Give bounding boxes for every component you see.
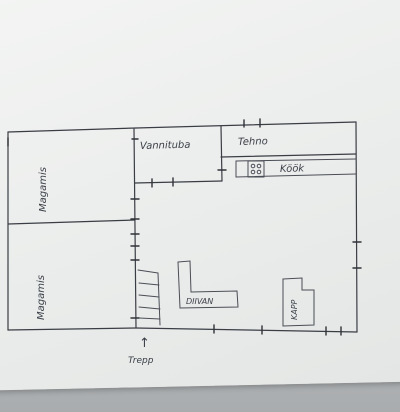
room-label-magamis-bottom: Magamis — [36, 275, 47, 320]
outer-walls — [7, 121, 358, 333]
room-label-vannituba: Vannituba — [140, 140, 191, 152]
interior-walls — [7, 125, 357, 329]
entrance-arrow-icon: ↑ — [139, 336, 150, 351]
room-label-kook: Köök — [280, 163, 306, 175]
door-marks — [7, 118, 362, 336]
wardrobe — [282, 277, 315, 327]
sofa — [177, 260, 239, 309]
entrance-label: Trepp — [128, 356, 154, 366]
furniture-label-divan: DIIVAN — [186, 297, 213, 306]
furniture-label-kapp: KAPP — [290, 299, 299, 320]
staircase — [137, 269, 161, 326]
kitchen-counter — [235, 158, 357, 178]
room-label-tehno: Tehno — [238, 136, 268, 148]
room-label-magamis-top: Magamis — [38, 167, 49, 212]
